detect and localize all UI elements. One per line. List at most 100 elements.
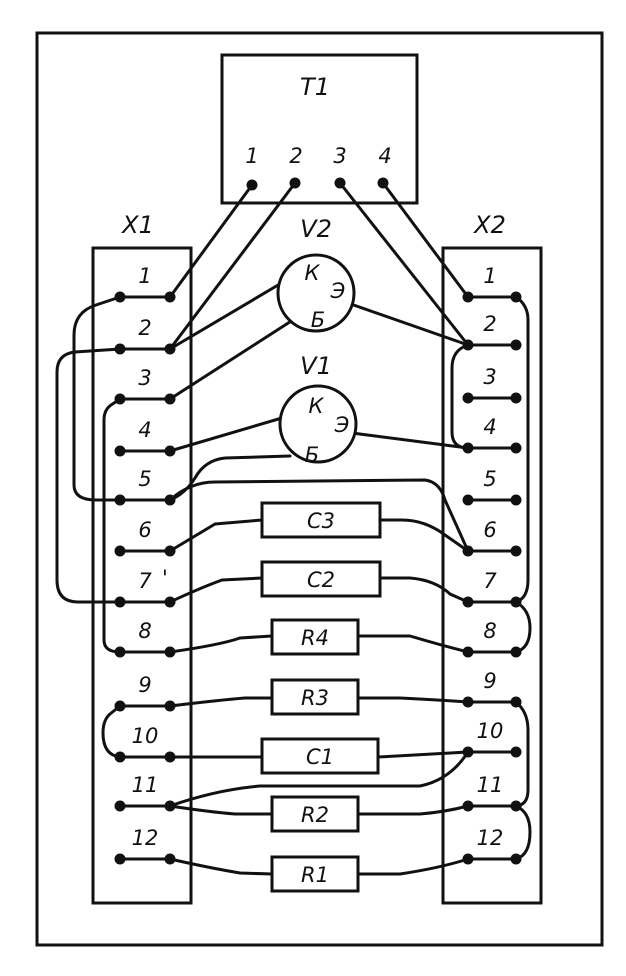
transistor-v2: V2 К Э Б xyxy=(276,215,356,333)
wire-r3 xyxy=(168,696,470,708)
wire-x1-6-x2-6 xyxy=(168,478,470,553)
x1-pad-1-b xyxy=(164,291,176,303)
x1-pad-12-a xyxy=(114,853,126,865)
x2-pin-3-label: 3 xyxy=(483,365,496,389)
x2-pad-12-b xyxy=(510,853,522,865)
x2-pad-6-a xyxy=(462,545,474,557)
x2-pad-4-b xyxy=(510,442,522,454)
transformer-pin-1-label: 1 xyxy=(245,144,258,168)
wire-t1-4-x2-1 xyxy=(381,181,470,299)
x1-pad-5-b xyxy=(164,494,176,506)
x2-pad-11-b xyxy=(510,800,522,812)
wire-t1-2-x1-2 xyxy=(168,181,297,351)
x2-pad-2-a xyxy=(462,339,474,351)
wire-x1-9-to-10 xyxy=(101,704,122,759)
component-r2-label: R2 xyxy=(301,803,329,827)
wire-x2-9-to-11 xyxy=(514,700,530,808)
wire-t1-3-x2-2 xyxy=(338,181,470,347)
x1-pad-8-b xyxy=(164,646,176,658)
x2-pad-8-b xyxy=(510,646,522,658)
wire-x1-2-to-7 xyxy=(55,347,122,604)
component-c2: C2 xyxy=(260,560,382,598)
wire-x1-11-x2-10 xyxy=(168,750,470,808)
x2-pin-9-label: 9 xyxy=(483,669,496,693)
x2-pin-1-label: 1 xyxy=(483,264,496,288)
transformer-pin-2-label: 2 xyxy=(289,144,302,168)
wire-x1-3-to-8 xyxy=(102,397,122,654)
x1-pin-7-label: 7 xyxy=(138,569,152,593)
component-r1: R1 xyxy=(270,855,360,893)
component-c1: C1 xyxy=(260,737,380,775)
x1-pad-11-a xyxy=(114,800,126,812)
wire-v2-base-x1-3 xyxy=(168,316,298,401)
x1-pad-7-b xyxy=(164,596,176,608)
component-r3: R3 xyxy=(270,678,360,716)
wire-v2-collector-x1-2 xyxy=(168,276,292,351)
x1-pad-5-a xyxy=(114,494,126,506)
x2-pad-7-a xyxy=(462,596,474,608)
component-c1-label: C1 xyxy=(306,745,334,769)
x1-pin-12-label: 12 xyxy=(132,826,159,850)
wire-c3 xyxy=(168,518,470,553)
x2-pad-3-b xyxy=(510,392,522,404)
wire-v1-base-x1-5 xyxy=(168,454,292,502)
x1-pad-10-a xyxy=(114,751,126,763)
x1-pin-5-label: 5 xyxy=(138,467,151,491)
wire-r1 xyxy=(168,857,470,876)
wire-c2 xyxy=(168,576,470,604)
component-c3-label: C3 xyxy=(307,509,335,533)
x1-pad-7-a xyxy=(114,596,126,608)
x1-pin-6-label: 6 xyxy=(138,518,151,542)
x2-pin-10-label: 10 xyxy=(477,719,504,743)
x2-pin-5-label: 5 xyxy=(483,467,496,491)
wire-v1-emitter-x2-4 xyxy=(350,431,470,450)
component-c2-label: C2 xyxy=(307,568,335,592)
x2-pad-1-b xyxy=(510,291,522,303)
x2-pad-4-a xyxy=(462,442,474,454)
transformer-pad-4 xyxy=(377,177,389,189)
wire-x2-1-to-7 xyxy=(514,295,530,604)
x2-pad-3-a xyxy=(462,392,474,404)
transformer-pad-1 xyxy=(246,179,258,191)
x2-pin-8-label: 8 xyxy=(483,619,496,643)
x2-pad-7-b xyxy=(510,596,522,608)
transistor-v2-emitter-label: Э xyxy=(330,279,346,303)
x1-pad-3-a xyxy=(114,393,126,405)
x1-pad-2-b xyxy=(164,343,176,355)
x1-pin-9-label: 9 xyxy=(138,673,151,697)
x2-pad-12-a xyxy=(462,853,474,865)
connector-x2-label: X2 xyxy=(472,211,506,239)
transformer-pin-3-label: 3 xyxy=(333,144,346,168)
component-r2: R2 xyxy=(270,795,360,833)
x1-pad-6-a xyxy=(114,545,126,557)
transistor-v2-label: V2 xyxy=(300,215,332,243)
x2-pin-12-label: 12 xyxy=(477,826,504,850)
x1-pin-10-label: 10 xyxy=(132,724,159,748)
connector-x1-label: X1 xyxy=(120,211,154,239)
transistor-v1-emitter-label: Э xyxy=(334,413,350,437)
x1-pad-9-b xyxy=(164,700,176,712)
wires xyxy=(55,181,532,876)
x1-pad-4-a xyxy=(114,445,126,457)
x2-pad-11-a xyxy=(462,800,474,812)
x1-pad-6-b xyxy=(164,545,176,557)
transistor-v1-collector-label: К xyxy=(309,394,325,418)
x2-pin-4-label: 4 xyxy=(483,415,496,439)
wire-v1-collector-x1-4 xyxy=(168,413,294,453)
component-c3: C3 xyxy=(260,501,382,539)
x1-pin-4-label: 4 xyxy=(138,418,151,442)
x1-pad-11-b xyxy=(164,800,176,812)
transistor-v2-collector-label: К xyxy=(305,261,321,285)
transformer-pin-4-label: 4 xyxy=(378,144,391,168)
x1-pin-1-label: 1 xyxy=(138,264,151,288)
transistor-v2-base-label: Б xyxy=(311,308,325,332)
wire-x1-1-to-6 xyxy=(72,295,122,502)
transformer-pad-3 xyxy=(334,177,346,189)
x2-pad-9-a xyxy=(462,696,474,708)
x2-pin-2-label: 2 xyxy=(483,312,496,336)
x1-pad-9-a xyxy=(114,700,126,712)
x1-pad-10-b xyxy=(164,751,176,763)
